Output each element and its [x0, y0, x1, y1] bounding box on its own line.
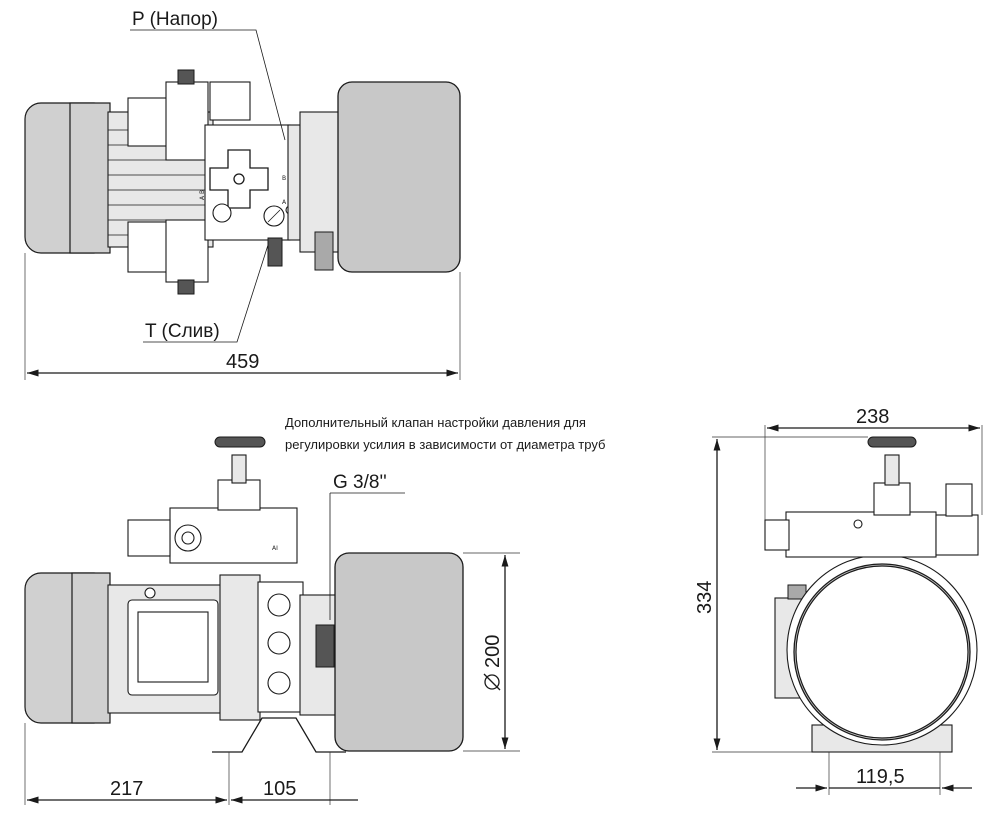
leader-t [143, 244, 269, 343]
side-bracket-cap [787, 584, 807, 600]
top-tank [337, 81, 461, 273]
side-handwheel [867, 436, 917, 448]
top-port-b [212, 203, 232, 223]
top-valve-knob-lower [177, 279, 195, 295]
side-view: 238 334 119,5 [694, 406, 983, 795]
plate-label-b: B [282, 175, 286, 182]
front-fitting [315, 624, 335, 668]
label-thread: G 3/8'' [333, 472, 387, 493]
dim-217: 217 [110, 778, 143, 800]
front-view: AI G 3/8'' 200 217 105 [24, 436, 520, 805]
leader-p [130, 29, 286, 141]
front-port-1 [267, 593, 291, 617]
front-tank [334, 552, 464, 752]
top-valve-lower [165, 219, 209, 283]
note-line-2: регулировки усилия в зависимости от диам… [285, 437, 605, 452]
front-motor-fan [71, 572, 111, 724]
side-plug [764, 519, 790, 551]
dim-119-5: 119,5 [856, 766, 905, 788]
front-valve-body [217, 479, 261, 511]
top-manifold-cross [209, 149, 269, 209]
front-port-2 [267, 631, 291, 655]
side-coil [935, 514, 979, 556]
front-handwheel [214, 436, 266, 448]
front-flange [219, 574, 261, 721]
front-plate-ai: AI [272, 545, 278, 552]
front-coil [127, 519, 171, 557]
top-valve-knob-upper [177, 69, 195, 85]
plate-label-a: A [282, 199, 287, 206]
front-valve-stem [231, 454, 247, 484]
dim-200: 200 [482, 635, 504, 668]
plate-label-ab: A B [199, 190, 206, 200]
dim-105: 105 [263, 778, 296, 800]
top-pump-body [299, 111, 341, 253]
front-port-3 [267, 671, 291, 695]
dim-334: 334 [694, 581, 716, 614]
front-mount-feet [212, 717, 346, 753]
note-line-1: Дополнительный клапан настройки давления… [285, 415, 586, 430]
top-view: A B B A P (Напор) T (Слив) 459 [24, 9, 461, 380]
top-pump-flange [287, 124, 301, 241]
top-valve-upper [165, 81, 209, 161]
top-solenoid-lower [127, 221, 169, 273]
side-valve-manifold [785, 511, 937, 558]
top-filler [267, 237, 283, 267]
side-valve-stem [884, 454, 900, 486]
top-drain-fitting [314, 231, 334, 271]
front-terminal-cover [137, 611, 209, 683]
top-solenoid-upper [127, 97, 169, 147]
dim-238: 238 [856, 406, 889, 428]
side-coil-connector [945, 483, 973, 517]
motor-fan-cover [69, 102, 111, 254]
front-bolt [144, 587, 156, 599]
label-drain-port: T (Слив) [145, 321, 220, 342]
label-pressure-port: P (Напор) [132, 9, 218, 30]
dim-459: 459 [226, 351, 259, 373]
top-coil-upper [209, 81, 251, 121]
side-valve-body [873, 482, 911, 516]
